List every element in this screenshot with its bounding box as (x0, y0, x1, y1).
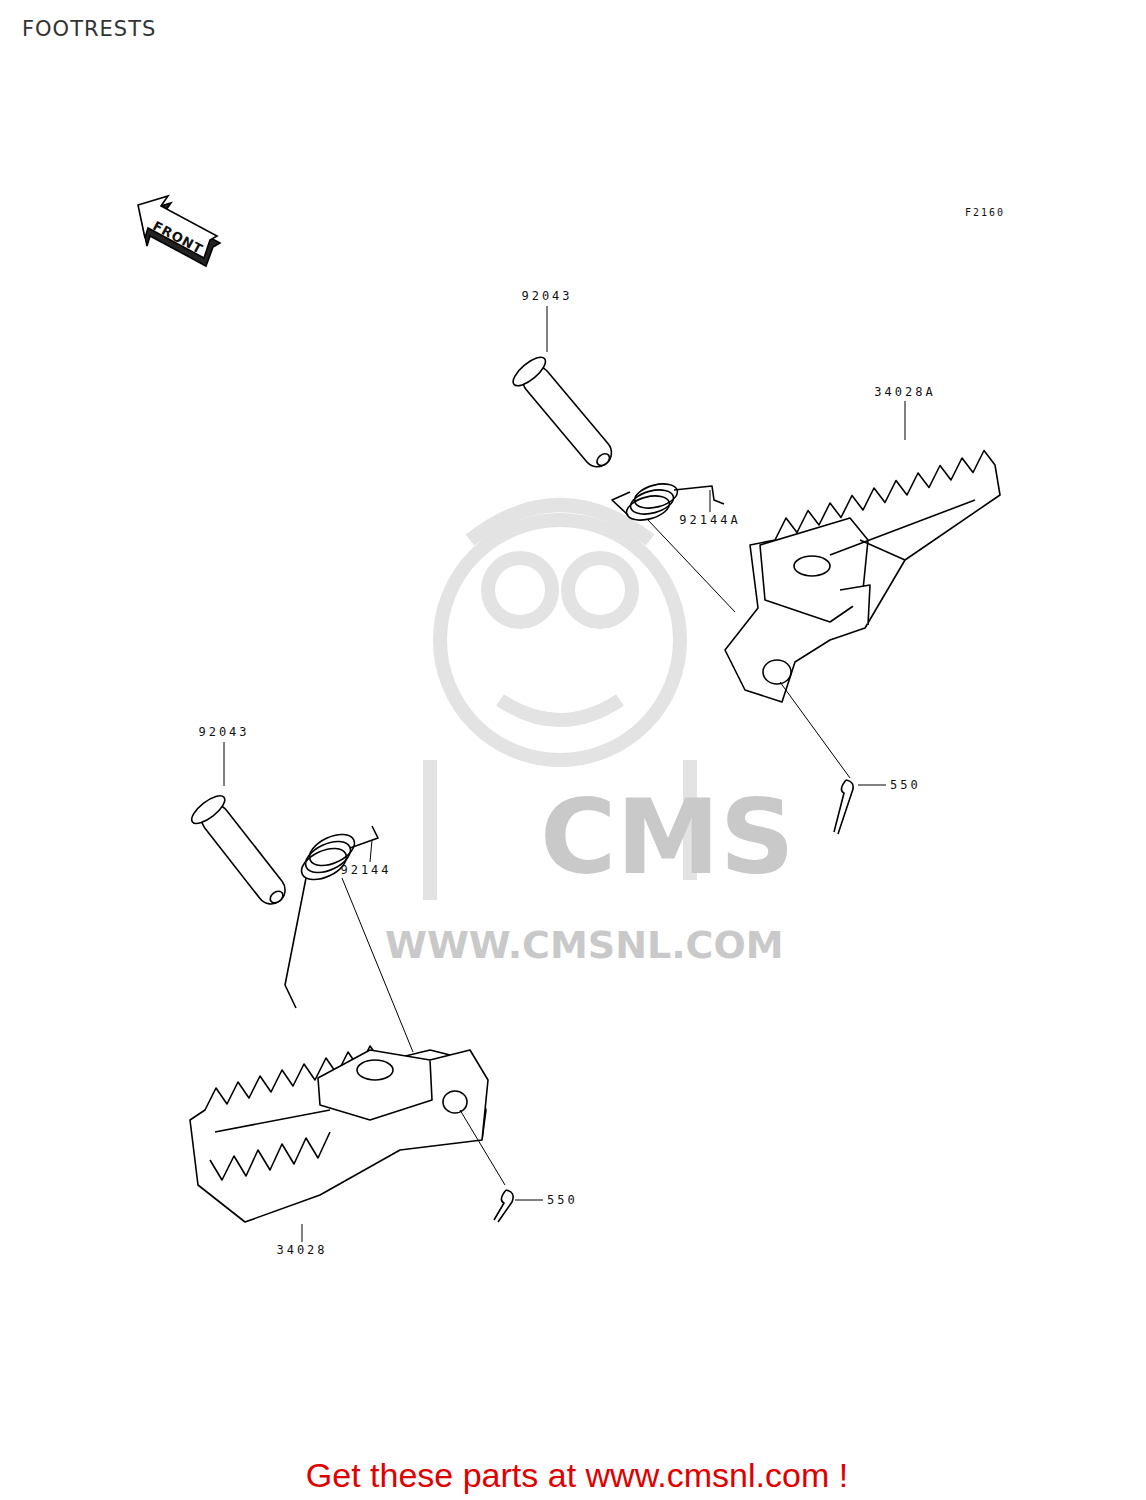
caption: Get these parts at www.cmsnl.com ! (306, 1458, 848, 1492)
callout-number: 92144 (340, 864, 391, 876)
watermark: CMS (540, 785, 795, 889)
pivot-pin (509, 353, 622, 477)
cotter-pin (494, 1190, 513, 1222)
footpeg (725, 451, 1000, 703)
callout-number: 92144A (679, 514, 740, 526)
front-arrow (138, 196, 220, 266)
callout-number: 34028 (276, 1244, 327, 1256)
return-spring (285, 826, 378, 1008)
cotter-pin (834, 780, 853, 834)
pivot-pin (188, 791, 296, 913)
callout-number: 92043 (521, 290, 572, 302)
figure-code: F2160 (965, 208, 1005, 218)
page-title: FOOTRESTS (22, 19, 156, 40)
callout-number: 34028A (874, 386, 935, 398)
callout-number: 550 (547, 1194, 578, 1206)
watermark: WWW.CMSNL.COM (385, 926, 784, 964)
callout-number: 92043 (198, 726, 249, 738)
footpeg (190, 1046, 488, 1222)
callout-number: 550 (890, 779, 921, 791)
leader-lines (224, 306, 905, 1242)
